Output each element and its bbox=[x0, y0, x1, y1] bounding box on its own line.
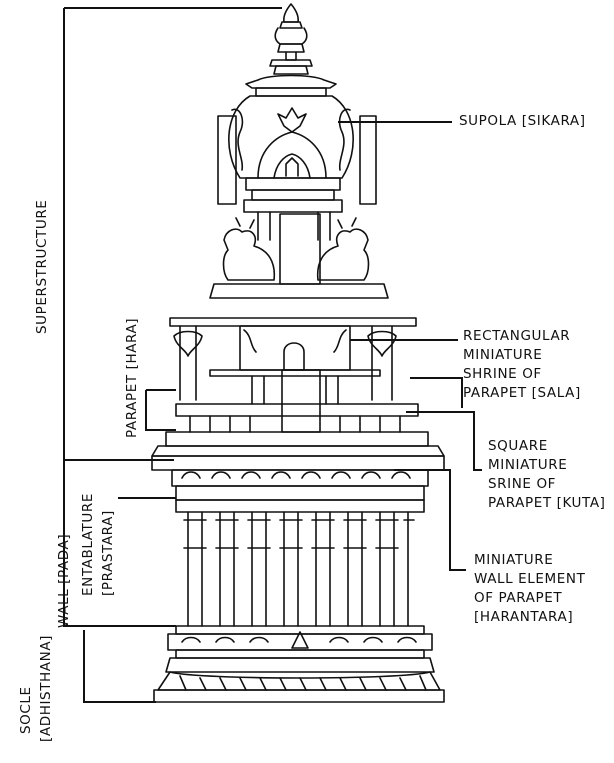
label-line: MINIATURE bbox=[463, 347, 543, 363]
label-supola: SUPOLA [SIKARA] bbox=[459, 113, 586, 129]
label-wall: WALL [PADA] bbox=[56, 533, 72, 628]
label-line: [HARANTARA] bbox=[474, 609, 574, 625]
harantara-leader bbox=[394, 469, 466, 571]
socle-bracket bbox=[83, 630, 156, 703]
label-line: MINIATURE bbox=[474, 552, 554, 568]
label-line: PARAPET [KUTA] bbox=[488, 495, 606, 511]
label-entablature: ENTABLATURE bbox=[80, 493, 96, 596]
tower-shaft bbox=[209, 213, 389, 299]
wall-bracket bbox=[63, 460, 176, 627]
label-wall-element: MINIATURE WALL ELEMENT OF PARAPET [HARAN… bbox=[474, 551, 585, 627]
label-socle-sub: [ADHISTHANA] bbox=[38, 635, 54, 742]
socle bbox=[153, 631, 445, 703]
label-square-shrine: SQUARE MINIATURE SRINE OF PARAPET [KUTA] bbox=[488, 437, 606, 513]
parapet-bracket bbox=[145, 389, 176, 431]
label-line: [PRASTARA] bbox=[100, 510, 116, 596]
label-entablature-sub: [PRASTARA] bbox=[100, 510, 116, 596]
label-line: OF PARAPET bbox=[474, 590, 563, 606]
kuta-leader bbox=[410, 377, 463, 408]
label-line: SHRINE OF bbox=[463, 366, 542, 382]
label-line: PARAPET [SALA] bbox=[463, 385, 581, 401]
label-line: SQUARE bbox=[488, 438, 548, 454]
finial bbox=[245, 3, 337, 97]
label-line: [ADHISTHANA] bbox=[38, 634, 54, 742]
lower-parapet bbox=[151, 403, 445, 501]
pillared-wall bbox=[175, 499, 425, 635]
label-line: SOCLE bbox=[18, 686, 34, 734]
label-rectangular-shrine: RECTANGULAR MINIATURE SHRINE OF PARAPET … bbox=[463, 327, 581, 403]
cupola bbox=[217, 95, 377, 241]
label-superstructure: SUPERSTRUCTURE bbox=[34, 199, 50, 334]
label-line: ENTABLATURE bbox=[80, 493, 96, 596]
label-line: MINIATURE bbox=[488, 457, 568, 473]
label-line: SRINE OF bbox=[488, 476, 557, 492]
label-parapet: PARAPET [HARA] bbox=[124, 317, 140, 438]
label-socle: SOCLE bbox=[18, 686, 34, 734]
label-line: WALL ELEMENT bbox=[474, 571, 586, 587]
upper-parapet bbox=[169, 317, 417, 433]
label-line: RECTANGULAR bbox=[463, 328, 571, 344]
